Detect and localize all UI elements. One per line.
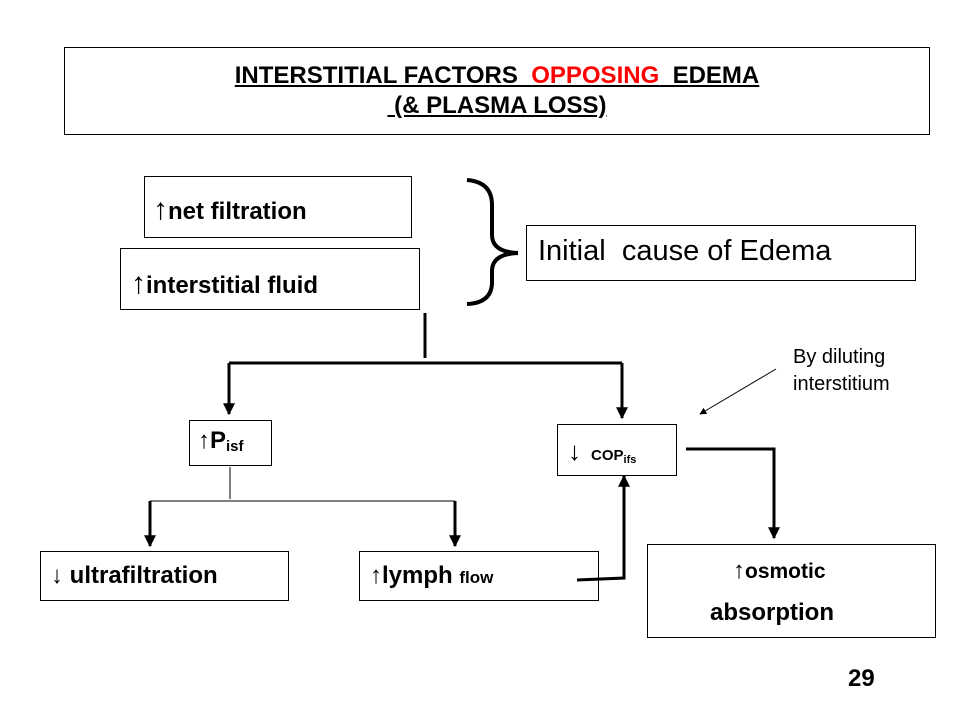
node-net-filtration: ↑net filtration <box>144 176 412 238</box>
node-net-filtration-label: ↑net filtration <box>153 193 307 227</box>
node-p-isf-label: ↑Pisf <box>198 427 244 455</box>
isf-subscript: isf <box>226 438 244 455</box>
osmotic-text: osmotic <box>745 560 826 583</box>
node-lymph-flow: ↑lymph flow <box>359 551 599 601</box>
node-ultrafiltration: ↓ ultrafiltration <box>40 551 289 601</box>
interstitial-fluid-text: interstitial fluid <box>146 272 319 299</box>
up-arrow-icon: ↑ <box>153 193 168 226</box>
title-line-2: (& PLASMA LOSS) <box>387 92 607 119</box>
title-text-part1: INTERSTITIAL FACTORS <box>234 62 532 89</box>
node-interstitial-fluid-label: ↑interstitial fluid <box>131 267 318 301</box>
title-line-1: INTERSTITIAL FACTORS OPPOSING EDEMA <box>65 61 929 91</box>
node-osmotic-absorption: ↑osmotic absorption <box>647 544 936 638</box>
down-arrow-icon: ↓ <box>51 562 63 589</box>
cop-text: COP <box>591 447 624 464</box>
page-number: 29 <box>848 665 875 692</box>
up-arrow-icon: ↑ <box>370 562 382 589</box>
title-box: INTERSTITIAL FACTORS OPPOSING EDEMA (& P… <box>64 47 930 135</box>
ultrafiltration-text: ultrafiltration <box>69 562 218 589</box>
node-lymph-flow-label: ↑lymph flow <box>370 562 493 590</box>
annotation-note: By diluting interstitium <box>793 344 890 398</box>
up-arrow-icon: ↑ <box>198 427 210 454</box>
absorption-text: absorption <box>710 599 834 626</box>
flow-text: flow <box>459 568 494 587</box>
up-arrow-icon: ↑ <box>733 557 745 584</box>
net-filtration-text: net filtration <box>168 198 307 225</box>
node-ultrafiltration-label: ↓ ultrafiltration <box>51 562 218 590</box>
node-interstitial-fluid: ↑interstitial fluid <box>120 248 420 310</box>
annotation-arrow <box>699 368 777 415</box>
lymph-text: lymph <box>382 562 453 589</box>
title-text-part2: EDEMA <box>659 62 760 89</box>
annotation-line-1: By diluting <box>793 346 886 368</box>
node-cop-ifs-label: ↓ COPifs <box>568 436 636 467</box>
curly-brace <box>466 178 519 306</box>
title-highlight-opposing: OPPOSING <box>531 62 660 89</box>
node-initial-cause: Initial cause of Edema <box>526 225 916 281</box>
node-osmotic-line1: ↑osmotic <box>733 557 826 585</box>
ifs-subscript: ifs <box>623 454 637 466</box>
down-arrow-icon: ↓ <box>568 436 581 466</box>
lymph-to-cop-path <box>576 474 630 582</box>
up-arrow-icon: ↑ <box>131 267 146 300</box>
node-p-isf: ↑Pisf <box>189 420 272 466</box>
cop-to-osmotic-path <box>686 447 780 540</box>
initial-cause-text: Initial cause of Edema <box>538 235 832 267</box>
annotation-line-2: interstitium <box>793 373 890 395</box>
node-cop-ifs: ↓ COPifs <box>557 424 677 476</box>
p-text: P <box>210 427 227 454</box>
